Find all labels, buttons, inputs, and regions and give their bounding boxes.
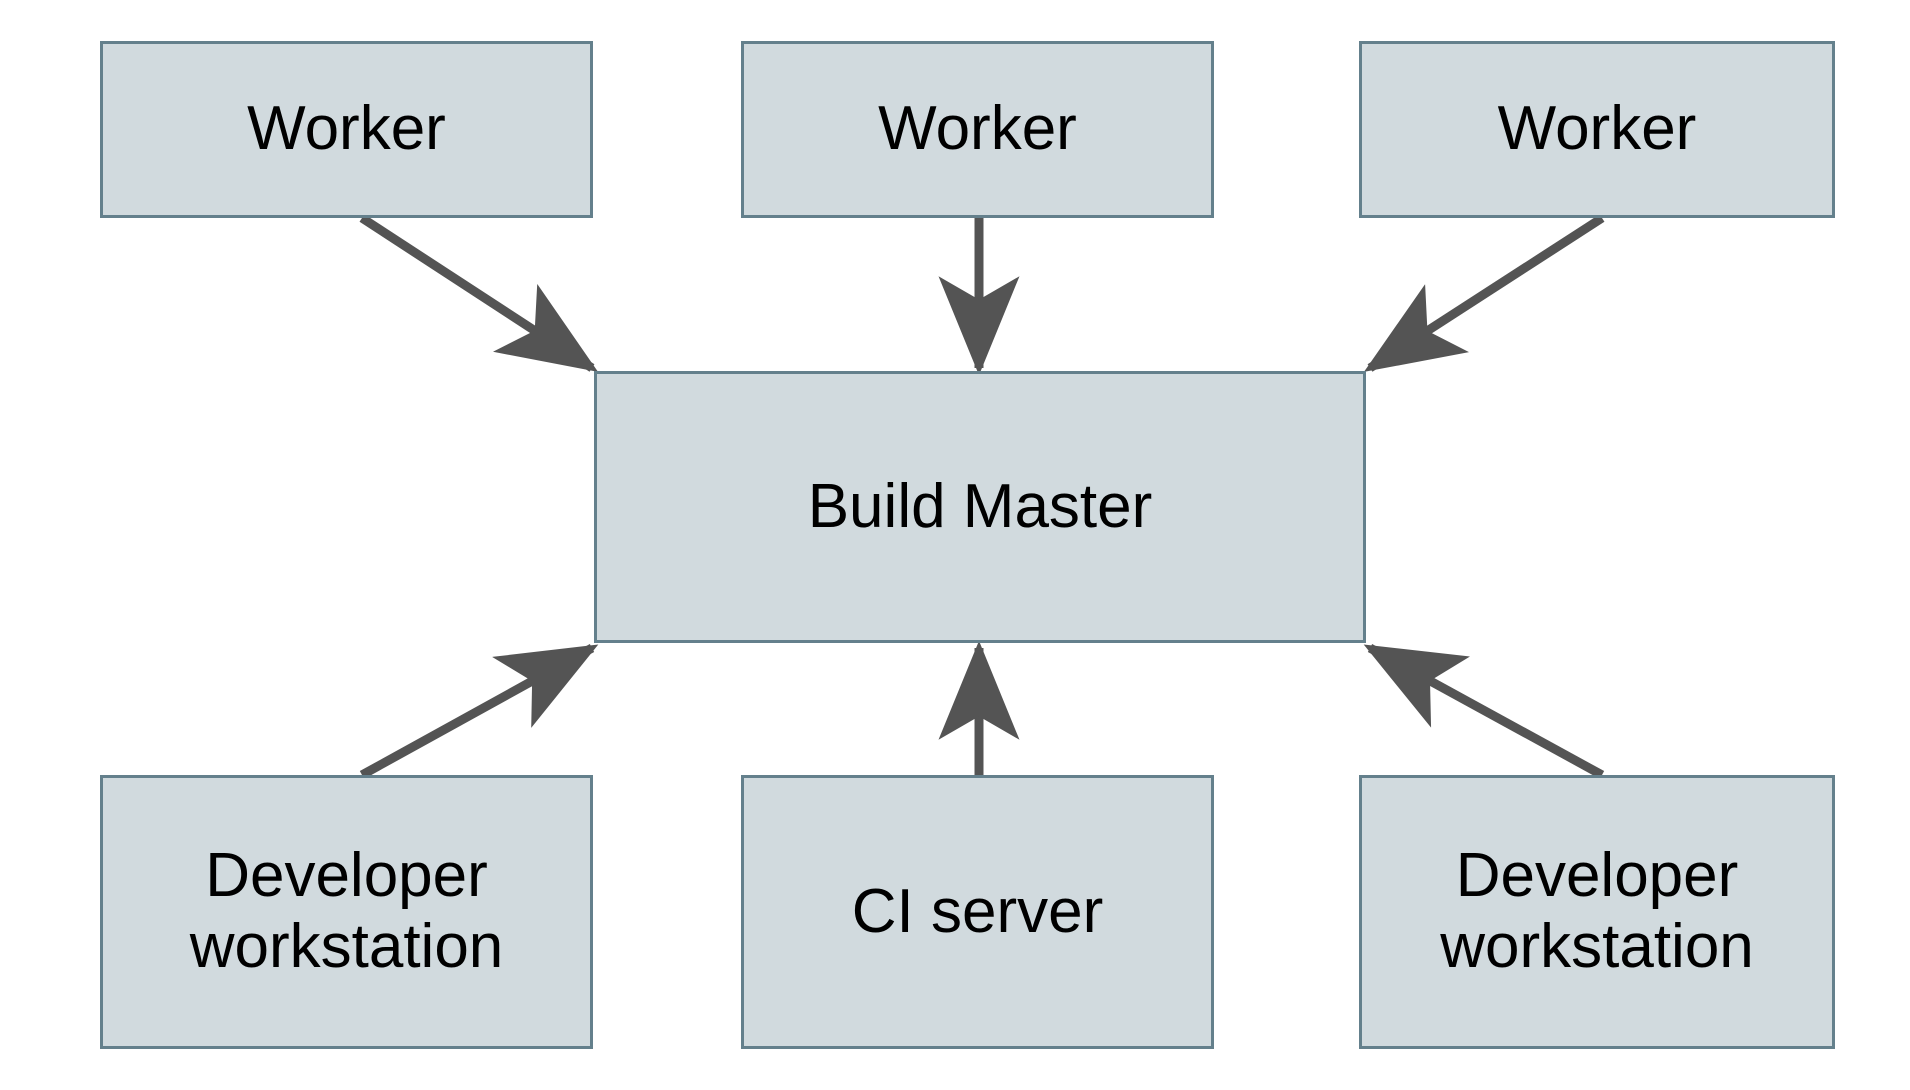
edge-worker-1-to-build-master	[359, 214, 599, 372]
node-developer-workstation-1-label: Developer workstation	[189, 841, 504, 981]
node-ci-server-label: CI server	[851, 876, 1104, 946]
node-build-master-label: Build Master	[807, 471, 1153, 541]
node-build-master[interactable]: Build Master	[594, 371, 1366, 643]
edge-worker-3-to-build-master	[1363, 214, 1605, 372]
node-worker-3-label: Worker	[1497, 94, 1697, 164]
node-developer-workstation-2-label: Developer workstation	[1440, 841, 1754, 981]
node-worker-2-label: Worker	[878, 94, 1077, 164]
edge-dev-ws-2-to-build-master	[1363, 644, 1605, 779]
node-worker-1-label: Worker	[247, 94, 446, 164]
edge-dev-ws-1-to-build-master	[359, 644, 599, 779]
node-developer-workstation-1[interactable]: Developer workstation	[100, 775, 593, 1049]
node-worker-2[interactable]: Worker	[741, 41, 1214, 218]
node-worker-1[interactable]: Worker	[100, 41, 593, 218]
node-developer-workstation-2[interactable]: Developer workstation	[1359, 775, 1835, 1049]
node-worker-3[interactable]: Worker	[1359, 41, 1835, 218]
node-ci-server[interactable]: CI server	[741, 775, 1214, 1049]
